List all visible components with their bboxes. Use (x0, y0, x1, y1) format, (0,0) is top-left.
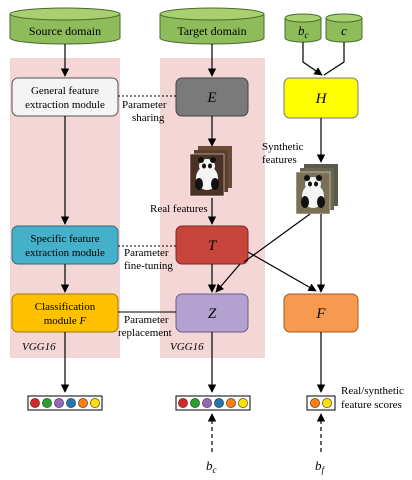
left-output-dot (30, 398, 40, 408)
classification-line2: module (44, 315, 80, 327)
E-label: E (206, 90, 216, 106)
right-output-dots (310, 398, 332, 408)
middle-output-dot (190, 398, 200, 408)
left-output-dot (54, 398, 64, 408)
c-input: c (325, 13, 363, 43)
general-module-line2: extraction module (25, 99, 105, 111)
left-output-dot (78, 398, 88, 408)
left-output-dot (42, 398, 52, 408)
bottom-mid-sub: c (213, 465, 217, 475)
left-backbone-label: VGG16 (22, 341, 56, 353)
synthetic-feature-images (295, 164, 338, 215)
scores-line2: feature scores (341, 399, 402, 411)
left-output-dot (66, 398, 76, 408)
classification-F: F (79, 315, 87, 327)
middle-output-dot (202, 398, 212, 408)
svg-text:bc: bc (206, 458, 217, 475)
real-features-label: Real features (150, 203, 208, 215)
replacement-line1: Parameter (124, 314, 169, 326)
middle-output-dot (178, 398, 188, 408)
general-module-line1: General feature (31, 85, 99, 97)
bottom-right-label: b (315, 458, 322, 473)
left-output-dot (90, 398, 100, 408)
bc-label: b (298, 23, 305, 38)
finetuning-line2: fine-tuning (124, 260, 173, 272)
bottom-right-sub: f (322, 465, 326, 475)
H-label: H (315, 91, 328, 107)
scores-line1: Real/synthetic (341, 385, 404, 397)
middle-output-dot (214, 398, 224, 408)
bc-input: bc (284, 13, 322, 43)
middle-output-dot (226, 398, 236, 408)
Z-label: Z (208, 306, 217, 322)
svg-text:bf: bf (315, 458, 326, 475)
middle-backbone-label: VGG16 (170, 341, 204, 353)
left-output-dots (30, 398, 100, 408)
T-label: T (208, 238, 218, 254)
replacement-line2: replacement (118, 327, 172, 339)
middle-output-dots (178, 398, 248, 408)
source-domain-label: Source domain (29, 24, 101, 38)
F-label: F (315, 306, 326, 322)
synthetic-line1: Synthetic (262, 141, 304, 153)
specific-module-line2: extraction module (25, 247, 105, 259)
bottom-mid-label: b (206, 458, 213, 473)
middle-output-dot (238, 398, 248, 408)
sharing-line2: sharing (132, 112, 165, 124)
right-output-dot (310, 398, 320, 408)
source-domain-cylinder: Source domain (9, 7, 121, 45)
target-domain-cylinder: Target domain (159, 7, 265, 45)
bc-sub: c (305, 30, 309, 40)
synthetic-line2: features (262, 154, 297, 166)
svg-text:bc: bc (298, 23, 309, 40)
real-feature-images (189, 146, 232, 197)
classification-line1: Classification (35, 301, 96, 313)
svg-text:module F: module F (44, 315, 87, 327)
right-output-dot (322, 398, 332, 408)
sharing-line1: Parameter (122, 99, 167, 111)
specific-module-line1: Specific feature (30, 233, 99, 245)
c-label: c (341, 23, 347, 38)
target-domain-label: Target domain (177, 24, 246, 38)
finetuning-line1: Parameter (124, 247, 169, 259)
